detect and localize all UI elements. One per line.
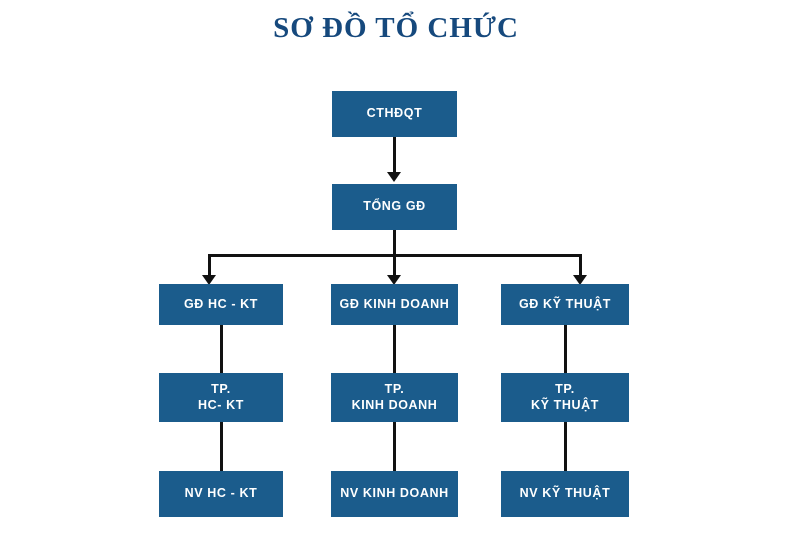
arrow-dir-tech (573, 275, 587, 285)
arrow-dir-admin (202, 275, 216, 285)
node-head-admin[interactable]: TP. HC- KT (159, 373, 283, 422)
connector-head-staff-sales (393, 422, 396, 471)
connector-head-staff-admin (220, 422, 223, 471)
arrow-chairman-ceo (387, 172, 401, 182)
connector-bus-dir-admin (208, 254, 211, 278)
node-director-admin[interactable]: GĐ HC - KT (159, 284, 283, 325)
connector-ceo-drop (393, 230, 396, 256)
arrow-dir-sales (387, 275, 401, 285)
page-title: SƠ ĐỒ TỔ CHỨC (273, 12, 519, 44)
node-staff-admin[interactable]: NV HC - KT (159, 471, 283, 517)
node-head-tech[interactable]: TP. KỸ THUẬT (501, 373, 629, 422)
connector-head-staff-tech (564, 422, 567, 471)
node-director-tech[interactable]: GĐ KỸ THUẬT (501, 284, 629, 325)
connector-dir-head-sales (393, 325, 396, 373)
node-staff-tech[interactable]: NV KỸ THUẬT (501, 471, 629, 517)
node-staff-sales[interactable]: NV KINH DOANH (331, 471, 458, 517)
node-head-sales[interactable]: TP. KINH DOANH (331, 373, 458, 422)
node-director-sales[interactable]: GĐ KINH DOANH (331, 284, 458, 325)
chart-page: SƠ ĐỒ TỔ CHỨC CTHĐQT TỔNG GĐ GĐ HC - KT … (130, 0, 662, 534)
connector-bus-dir-sales (393, 254, 396, 278)
node-chairman[interactable]: CTHĐQT (332, 91, 457, 137)
node-ceo[interactable]: TỔNG GĐ (332, 184, 457, 230)
connector-dir-head-tech (564, 325, 567, 373)
connector-dir-head-admin (220, 325, 223, 373)
connector-bus-dir-tech (579, 254, 582, 278)
connector-chairman-ceo (393, 137, 396, 174)
